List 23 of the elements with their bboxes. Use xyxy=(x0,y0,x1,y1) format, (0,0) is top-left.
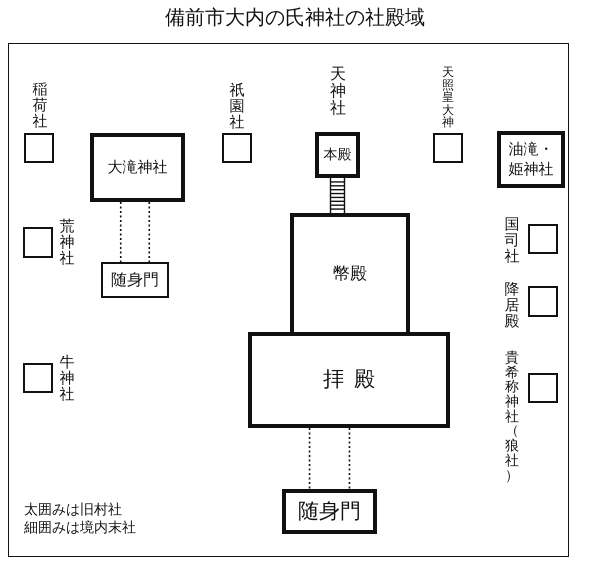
note-text: 細囲みは境内末社 xyxy=(24,520,136,537)
building-outline: 随身門 xyxy=(282,489,377,534)
building-outline: 本殿 xyxy=(315,132,360,178)
dotted-line xyxy=(348,428,350,489)
shrine-name: 国司社 xyxy=(504,217,520,264)
shrine-name: 稲荷社 xyxy=(32,82,48,130)
shrine-name: 降居殿 xyxy=(504,282,520,330)
note-text: 太囲みは旧村社 xyxy=(24,502,122,519)
shrine-name: 貴希称神社（狼社） xyxy=(505,351,519,484)
building-outline: 拝殿 xyxy=(248,332,450,428)
shrine-name: 天神社 xyxy=(330,66,346,116)
dotted-line xyxy=(148,202,150,262)
diagram-title: 備前市大内の氏神社の社殿域 xyxy=(165,5,425,29)
dotted-line xyxy=(120,202,122,262)
dotted-line xyxy=(308,428,310,489)
building-outline: 油滝・姫神社 xyxy=(497,131,565,188)
building-outline: 大滝神社 xyxy=(90,133,185,202)
shrine-name: 牛神社 xyxy=(60,355,74,402)
shrine-name: 荒神社 xyxy=(60,219,74,266)
building-outline: 随身門 xyxy=(101,262,169,298)
shrine-name: 天照皇大神 xyxy=(442,66,454,129)
stairs-connector xyxy=(330,177,346,214)
shrine-name: 祇園社 xyxy=(230,83,244,130)
